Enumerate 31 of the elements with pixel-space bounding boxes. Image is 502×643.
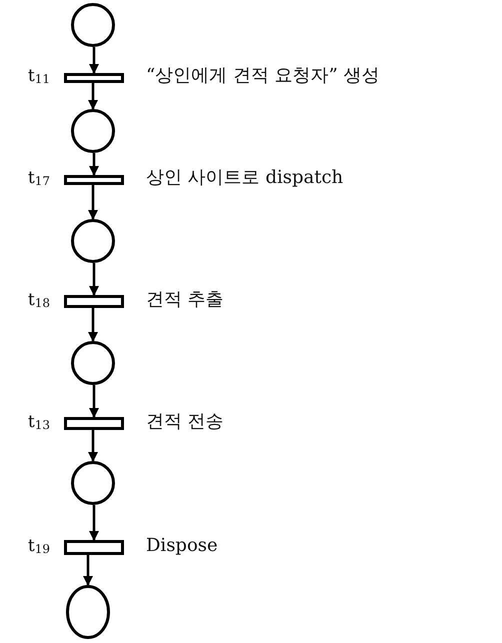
arrow (83, 555, 93, 586)
arrow (89, 47, 99, 74)
transition-label: 견적 추출 (146, 290, 224, 308)
place-circle (71, 109, 115, 153)
place-circle (71, 219, 115, 263)
transition-bar (64, 295, 124, 308)
arrow (89, 385, 99, 418)
transition-label: 견적 전송 (146, 412, 224, 430)
transition-id: t$_{11}$ (28, 68, 50, 85)
place-circle (71, 461, 115, 505)
transition-id: t$_{13}$ (28, 414, 50, 430)
place-circle (71, 341, 115, 385)
arrow (89, 505, 99, 541)
arrow (88, 308, 98, 342)
transition-id: t$_{19}$ (28, 538, 50, 554)
place-circle (71, 3, 115, 47)
transition-label: 상인 사이트로 dispatch (146, 169, 344, 187)
arrow (88, 185, 98, 220)
place-circle (66, 585, 110, 639)
transition-bar (64, 540, 124, 555)
transition-bar (64, 73, 124, 83)
arrow (89, 263, 99, 296)
transition-label: “상인에게 견적 요청자” 생성 (146, 67, 380, 85)
transition-bar (64, 175, 124, 185)
transition-id: t$_{17}$ (28, 170, 50, 187)
transition-id: t$_{18}$ (28, 292, 50, 308)
arrow (88, 83, 98, 110)
arrow (89, 153, 99, 176)
arrow (88, 430, 98, 462)
transition-bar (64, 417, 124, 430)
transition-label: Dispose (146, 536, 218, 554)
